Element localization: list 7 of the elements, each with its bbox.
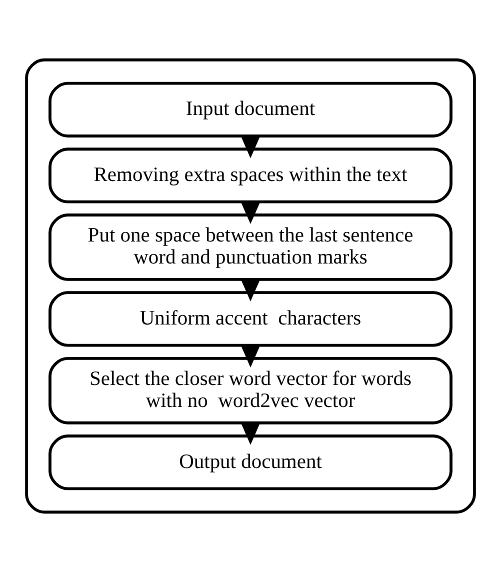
node-box: Select the closer word vector for words with no word2vec vector <box>48 356 452 424</box>
node-box: Output document <box>48 434 452 490</box>
node-box: Put one space between the last sentence word and punctuation marks <box>48 213 452 280</box>
node-box: Removing extra spaces within the text <box>48 147 452 203</box>
node-box: Input document <box>48 81 452 137</box>
cluster <box>24 58 476 514</box>
node-box: Uniform accent characters <box>48 290 452 346</box>
